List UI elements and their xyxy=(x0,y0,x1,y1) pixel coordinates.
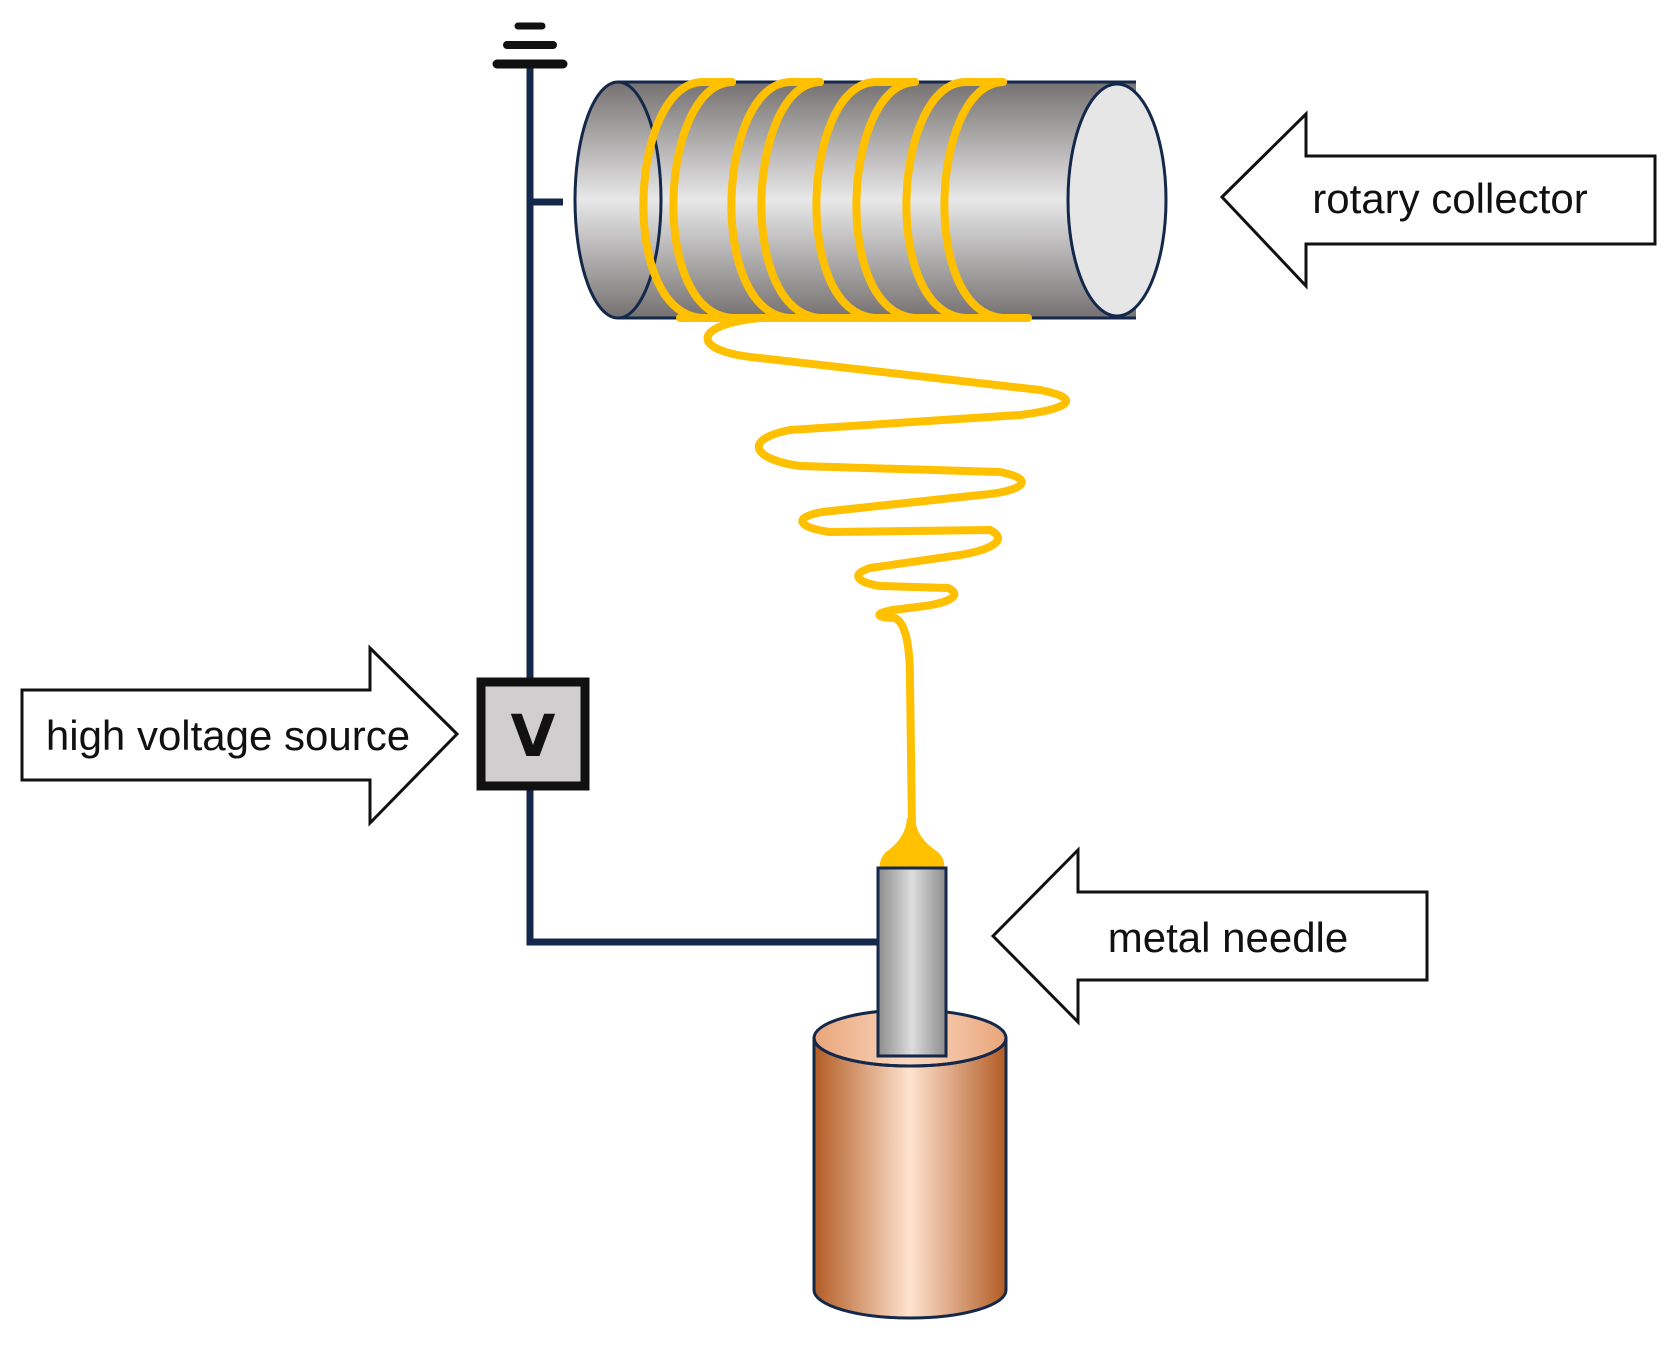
left-block-arrow-icon xyxy=(990,846,1429,1026)
circuit-wire xyxy=(526,60,880,946)
voltmeter-icon: V xyxy=(476,677,590,791)
fiber-coil-on-collector xyxy=(639,78,1032,322)
metal-needle-callout: metal needle xyxy=(990,846,1429,1026)
rotary-collector-drum xyxy=(573,80,1168,320)
rotary-collector-callout: rotary collector xyxy=(1219,110,1657,290)
right-block-arrow-icon xyxy=(20,644,460,827)
metal-needle-label: metal needle xyxy=(1108,914,1349,961)
high-voltage-source-label: high voltage source xyxy=(46,712,410,759)
rotary-collector-label: rotary collector xyxy=(1312,175,1587,222)
left-block-arrow-icon xyxy=(1219,110,1657,290)
voltmeter-symbol: V xyxy=(511,702,556,770)
high-voltage-source-callout: high voltage source xyxy=(20,644,460,827)
metal-needle xyxy=(876,866,948,1058)
fiber-jet-spiral xyxy=(703,314,1070,834)
taylor-cone xyxy=(879,818,945,870)
ground-symbol-icon xyxy=(492,22,568,69)
